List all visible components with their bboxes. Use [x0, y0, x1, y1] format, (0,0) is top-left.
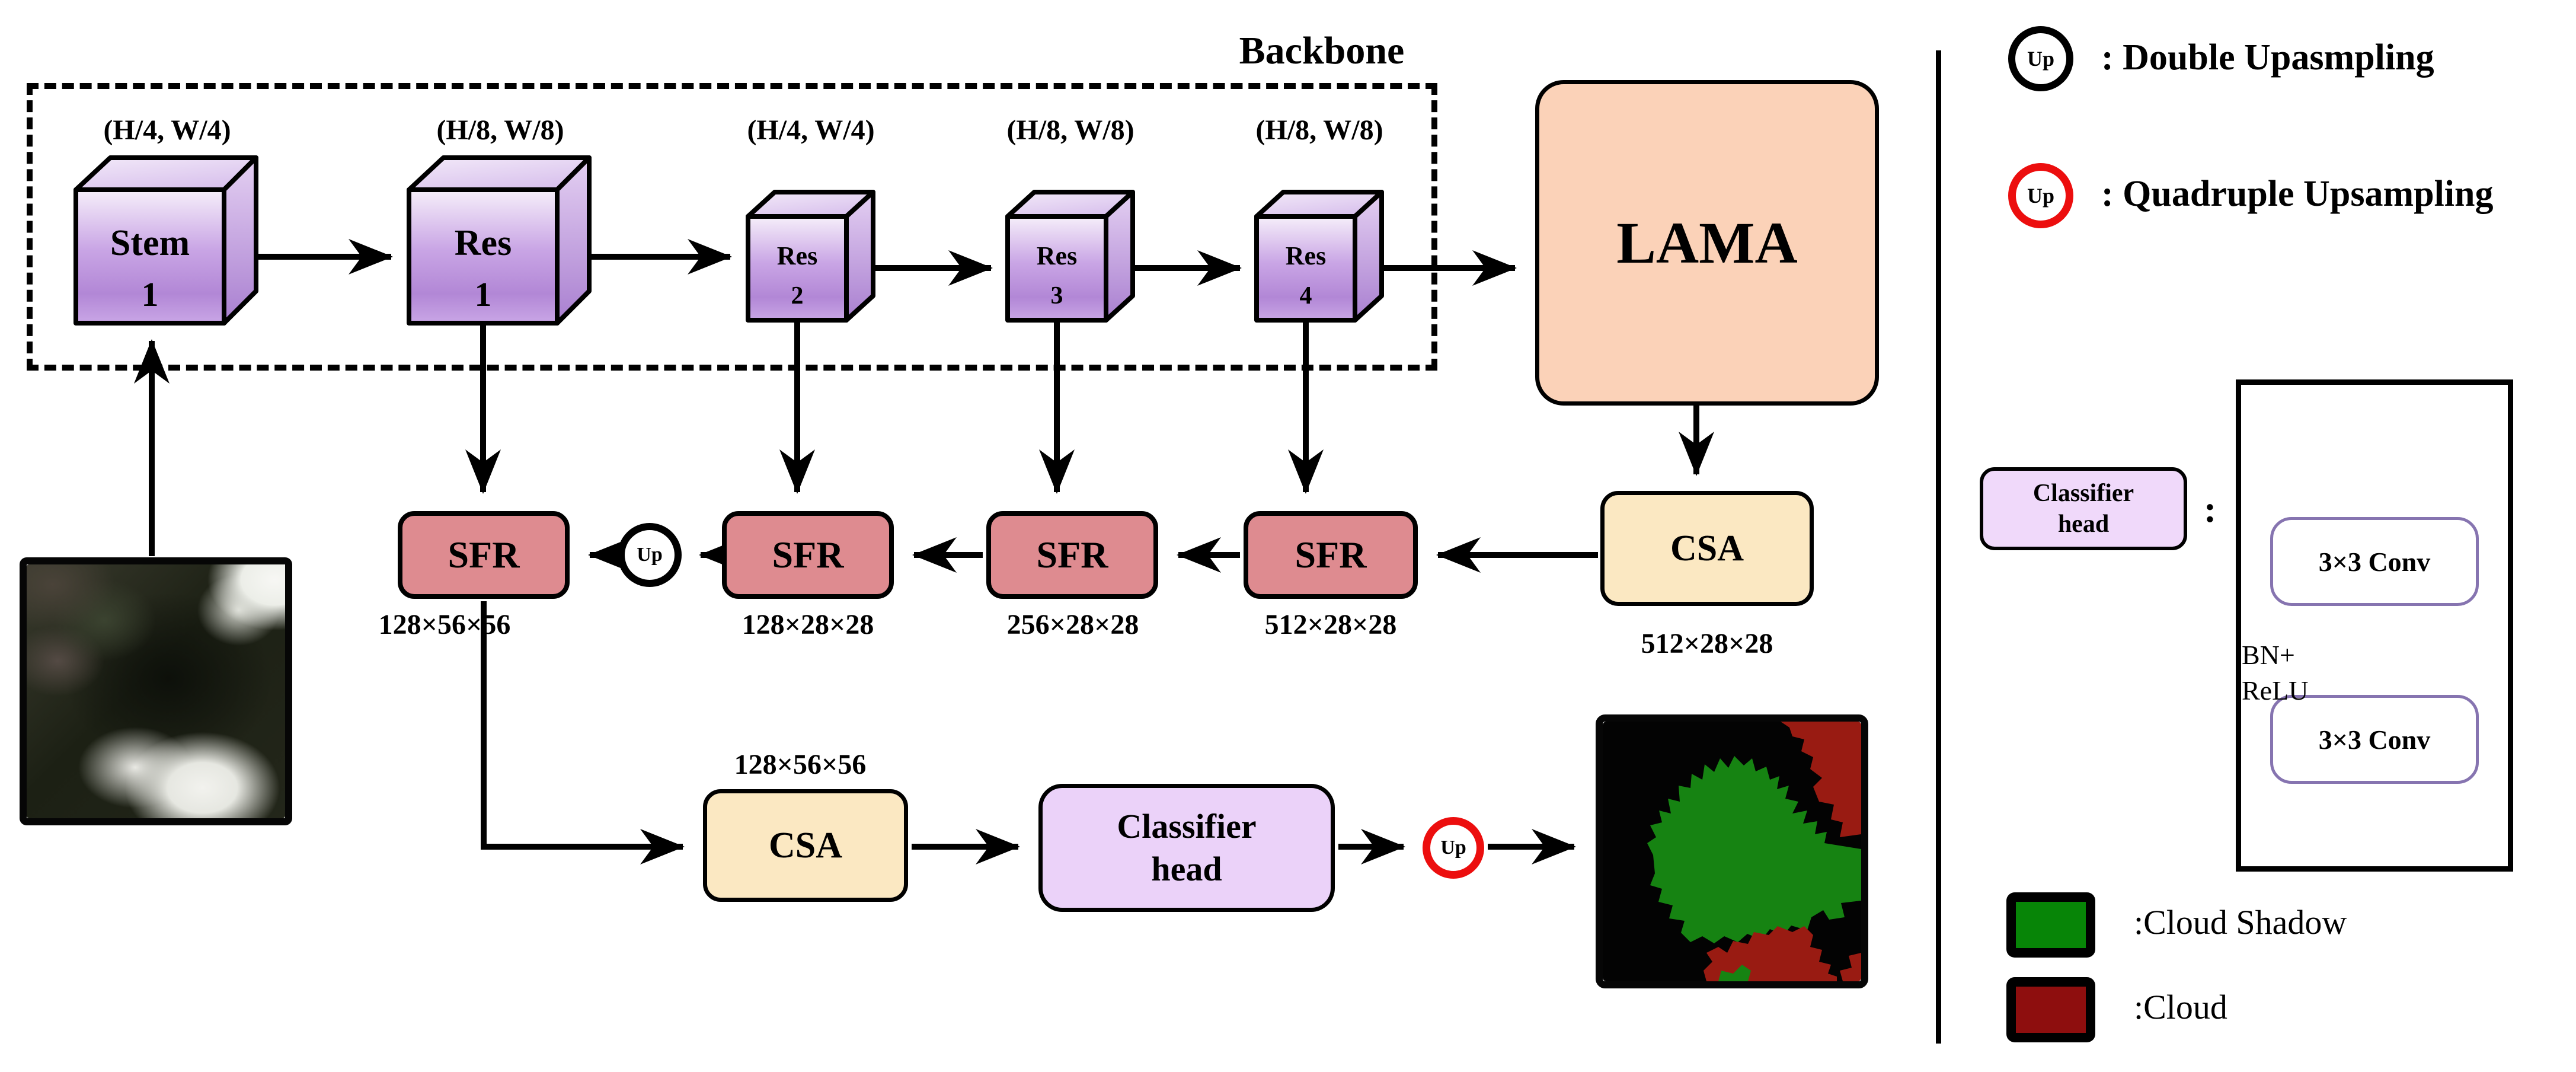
- classifier-head-box: Classifier head: [1038, 784, 1335, 912]
- sfr-label: SFR: [1295, 534, 1367, 576]
- legend-double-upsampling-icon: Up: [2008, 26, 2073, 91]
- sfr-box-3: SFR: [986, 511, 1158, 599]
- csa-top-box: CSA: [1600, 491, 1814, 606]
- csa-bottom-box: CSA: [703, 789, 908, 902]
- cube-number: 3: [1051, 282, 1063, 310]
- input-satellite-image: [20, 557, 292, 825]
- backbone-box: [27, 83, 1437, 371]
- classifier-line2: head: [1151, 850, 1222, 888]
- res2-size-label: (H/4, W/4): [747, 114, 875, 146]
- cube-side-face: [844, 190, 875, 323]
- sfr2-dim-label: 128×28×28: [742, 609, 874, 640]
- quadruple-upsampling-icon: Up: [1423, 817, 1484, 879]
- res1-size-label: (H/8, W/8): [436, 114, 564, 146]
- stem1-size-label: (H/4, W/4): [103, 114, 231, 146]
- satellite-photo: [27, 564, 285, 818]
- cube-number: 1: [475, 275, 492, 314]
- up-label: Up: [1440, 837, 1466, 859]
- legend-colon: :: [2204, 488, 2217, 530]
- sfr1-dim-label: 128×56×56: [378, 609, 511, 640]
- cube-number: 1: [142, 275, 159, 314]
- sfr4-dim-label: 512×28×28: [1264, 609, 1397, 640]
- cube-res-2: Res 2: [746, 190, 875, 323]
- csa-label: CSA: [1670, 528, 1744, 569]
- sfr-label: SFR: [1036, 534, 1108, 576]
- bn-line: BN+: [2242, 640, 2295, 670]
- cube-res-3: Res 3: [1005, 190, 1135, 323]
- legend-bn-relu-label: BN+ ReLU: [2242, 637, 2360, 709]
- cube-name: Res: [455, 223, 512, 263]
- cloud-region-bottom: [1704, 926, 1837, 981]
- cube-side-face: [222, 155, 258, 326]
- classifier-line1: Classifier: [1117, 806, 1257, 846]
- cube-front-face: [73, 187, 226, 326]
- csa-top-dim-label: 512×28×28: [1641, 628, 1773, 659]
- classifier-line2: head: [2057, 511, 2110, 538]
- cloud-shadow-region: [1647, 756, 1861, 943]
- lama-label: LAMA: [1616, 210, 1798, 276]
- backbone-title: Backbone: [1239, 29, 1405, 72]
- cube-front-face: [407, 187, 560, 326]
- cube-front-face: [1005, 214, 1108, 323]
- legend-quadruple-upsampling-text: : Quadruple Upsampling: [2101, 174, 2494, 214]
- section-divider: [1936, 50, 1941, 1044]
- cube-res-4: Res 4: [1254, 190, 1384, 323]
- segmentation-graphic: [1603, 722, 1861, 981]
- cloud-shadow-small-patch: [1718, 965, 1751, 981]
- sfr-box-1: SFR: [398, 511, 570, 599]
- sfr-box-4: SFR: [1244, 511, 1418, 599]
- cloud-region-bottom-right: [1840, 953, 1861, 981]
- cloud-color: [2016, 987, 2086, 1033]
- cube-side-face: [1104, 190, 1135, 323]
- cube-front-face: [1254, 214, 1357, 323]
- sfr3-dim-label: 256×28×28: [1006, 609, 1139, 640]
- cloud-shadow-swatch: [2006, 892, 2095, 958]
- sfr-label: SFR: [448, 534, 520, 576]
- cube-name: Res: [1037, 241, 1077, 270]
- double-upsampling-icon: Up: [618, 523, 682, 587]
- legend-double-upsampling-text: : Double Upasmpling: [2101, 37, 2434, 78]
- up-label: Up: [2027, 47, 2055, 71]
- legend-quadruple-upsampling-icon: Up: [2008, 163, 2073, 228]
- cloud-swatch: [2006, 977, 2095, 1042]
- classifier-line1: Classifier: [2032, 479, 2134, 507]
- cube-side-face: [1353, 190, 1384, 323]
- arrow-sfr1-to-csa-bottom: [481, 601, 685, 864]
- cube-front-face: [746, 214, 849, 323]
- up-label: Up: [2027, 184, 2055, 208]
- res4-size-label: (H/8, W/8): [1255, 114, 1383, 146]
- cube-number: 2: [791, 282, 804, 310]
- cube-stem-1: Stem 1: [73, 155, 258, 326]
- output-segmentation-map: [1596, 714, 1868, 988]
- legend-classifier-head-box: Classifier head: [1980, 467, 2187, 550]
- sfr-label: SFR: [772, 534, 844, 576]
- sfr-box-2: SFR: [722, 511, 894, 599]
- csa-label: CSA: [768, 825, 843, 866]
- cube-name: Res: [1286, 241, 1326, 270]
- cube-res-1: Res 1: [407, 155, 592, 326]
- cloud-shadow-color: [2016, 902, 2086, 948]
- cube-side-face: [555, 155, 592, 326]
- cube-name: Res: [777, 241, 817, 270]
- res3-size-label: (H/8, W/8): [1006, 114, 1134, 146]
- cube-number: 4: [1300, 282, 1312, 310]
- lama-box: LAMA: [1535, 80, 1879, 406]
- csa-bottom-dim-label: 128×56×56: [734, 749, 867, 780]
- cloud-legend-text: :Cloud: [2134, 988, 2227, 1026]
- legend-conv2-box: 3×3 Conv: [2270, 695, 2479, 784]
- legend-classifier-flow-box: [2236, 379, 2513, 872]
- cloud-shadow-legend-text: :Cloud Shadow: [2134, 903, 2347, 942]
- up-label: Up: [637, 544, 663, 566]
- conv1-label: 3×3 Conv: [2318, 546, 2431, 577]
- legend-conv1-box: 3×3 Conv: [2270, 517, 2479, 606]
- cube-name: Stem: [110, 223, 190, 263]
- relu-line: ReLU: [2242, 675, 2309, 706]
- conv2-label: 3×3 Conv: [2318, 724, 2431, 755]
- cloud-region-top-right: [1781, 722, 1861, 837]
